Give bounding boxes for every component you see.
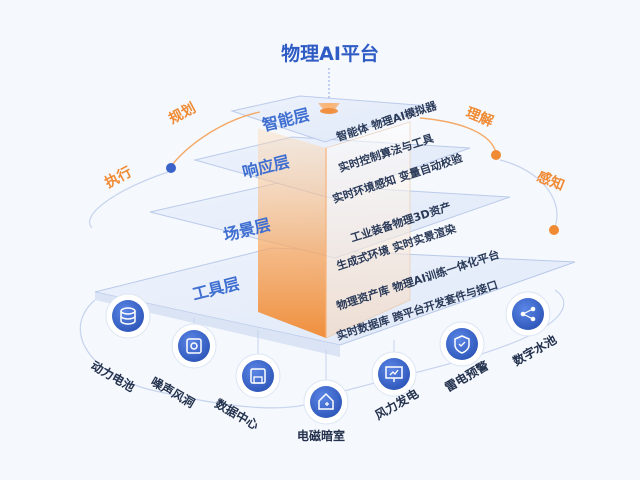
flow-label-plan: 规划 bbox=[166, 99, 199, 127]
base-orbit-left bbox=[79, 299, 331, 409]
node-label-4: 电磁暗室 bbox=[297, 428, 345, 443]
flow-arc-understand bbox=[419, 117, 497, 154]
central-pillar bbox=[258, 103, 411, 339]
platform-title: 物理AI平台 bbox=[281, 42, 379, 65]
node-3: 数据中心 bbox=[213, 353, 281, 433]
node-label-2: 噪声风洞 bbox=[149, 374, 198, 411]
database-icon bbox=[120, 307, 136, 325]
node-2: 噪声风洞 bbox=[149, 323, 217, 411]
node-1: 动力电池 bbox=[89, 293, 151, 395]
node-label-1: 动力电池 bbox=[89, 358, 138, 395]
presentation-icon bbox=[385, 366, 403, 382]
flow-dot-perceive bbox=[549, 225, 559, 235]
flow-label-understand: 理解 bbox=[464, 104, 496, 130]
save-icon bbox=[250, 368, 266, 384]
shield-icon bbox=[454, 335, 470, 354]
flow-dot-execute bbox=[166, 163, 176, 173]
node-7: 数字水池 bbox=[505, 291, 559, 369]
flow-arc-perceive bbox=[499, 159, 558, 231]
flow-arc-execute bbox=[89, 171, 169, 229]
chip-icon bbox=[186, 338, 202, 354]
node-label-7: 数字水池 bbox=[510, 332, 559, 369]
layer-plate-intelligence bbox=[230, 95, 431, 143]
home-icon bbox=[318, 392, 334, 410]
node-label-3: 数据中心 bbox=[213, 396, 262, 433]
node-5: 风力发电 bbox=[371, 351, 421, 423]
share-icon bbox=[520, 306, 536, 322]
node-4: 电磁暗室 bbox=[297, 379, 349, 443]
flow-dot-understand bbox=[491, 150, 501, 160]
base-orbit-right bbox=[329, 289, 565, 396]
flow-arc-plan bbox=[167, 111, 261, 171]
node-6: 雷电预警 bbox=[439, 321, 491, 395]
flow-label-perceive: 感知 bbox=[535, 168, 567, 194]
